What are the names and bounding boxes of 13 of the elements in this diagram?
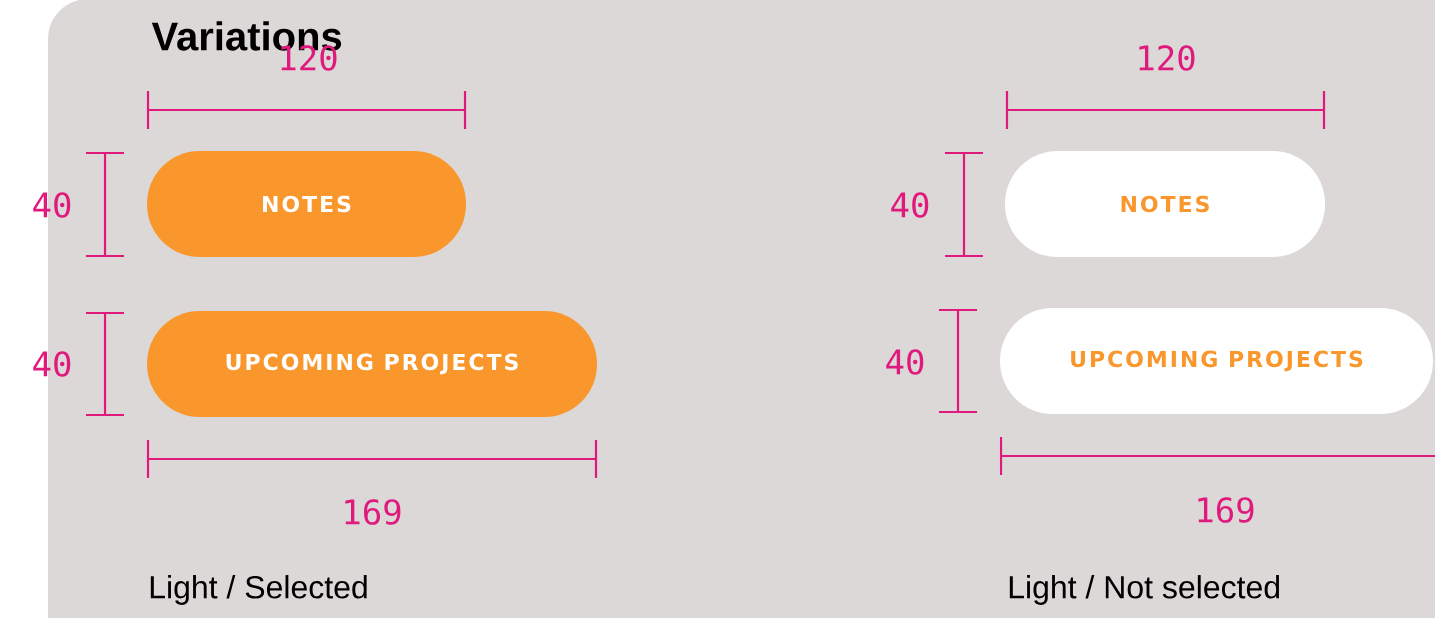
variant-caption: Light / Selected xyxy=(150,575,367,605)
dimension-label: 40 xyxy=(886,349,924,375)
dimension-label: 40 xyxy=(891,192,929,218)
unselected-tab: UPCOMING PROJECTS xyxy=(1000,308,1433,414)
variant-caption: Light / Not selected xyxy=(1009,575,1280,605)
selected-tab: NOTES xyxy=(147,151,466,257)
dimension-label: 169 xyxy=(345,499,401,525)
dimension-label: 169 xyxy=(1198,497,1254,523)
dimension-label: 120 xyxy=(1139,45,1195,71)
selected-tab: UPCOMING PROJECTS xyxy=(147,311,597,417)
dimension-label: 40 xyxy=(33,192,71,218)
dimension-label: 40 xyxy=(33,351,71,377)
unselected-tab: NOTES xyxy=(1005,151,1325,257)
